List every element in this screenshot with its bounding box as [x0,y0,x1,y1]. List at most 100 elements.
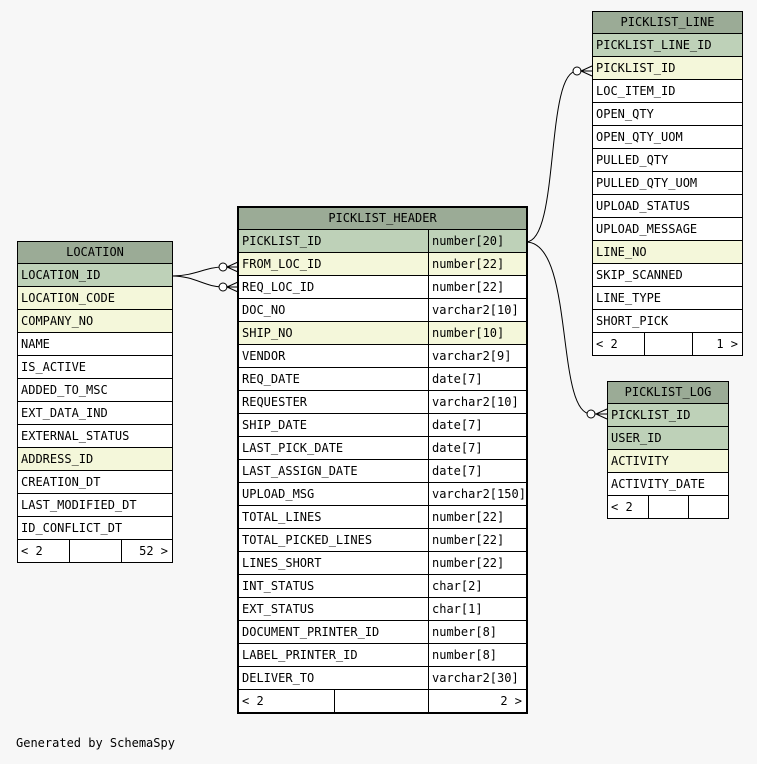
column-row[interactable]: UPLOAD_STATUS [593,195,742,218]
column-name: PULLED_QTY [596,153,669,167]
column-row[interactable]: UPLOAD_MSG varchar2[150] [239,483,526,506]
column-row[interactable]: SHIP_NO number[10] [239,322,526,345]
column-row[interactable]: LAST_MODIFIED_DT [18,494,172,517]
child-count[interactable]: 2 > [428,690,526,712]
column-name: TOTAL_PICKED_LINES [242,533,373,547]
column-name: ACTIVITY_DATE [611,477,705,491]
footer-spacer [334,690,428,712]
parent-count[interactable]: < 2 [596,337,618,351]
column-row[interactable]: UPLOAD_MESSAGE [593,218,742,241]
column-row[interactable]: ACTIVITY [608,450,728,473]
column-row[interactable]: LOCATION_ID [18,264,172,287]
column-name: SHORT_PICK [596,314,669,328]
column-row[interactable]: SKIP_SCANNED [593,264,742,287]
column-type: char[2] [428,575,526,597]
column-type: number[8] [428,644,526,666]
column-row[interactable]: ID_CONFLICT_DT [18,517,172,540]
relation-header-log [525,241,607,415]
column-name: EXT_DATA_IND [21,406,108,420]
relation-location-from-loc [171,266,238,277]
column-row[interactable]: PULLED_QTY [593,149,742,172]
column-name: LINE_TYPE [596,291,662,305]
column-row[interactable]: TOTAL_PICKED_LINES number[22] [239,529,526,552]
column-name: UPLOAD_MESSAGE [596,222,698,236]
column-row[interactable]: OPEN_QTY_UOM [593,126,742,149]
column-row[interactable]: ACTIVITY_DATE [608,473,728,496]
column-type: number[22] [428,506,526,528]
column-name: LAST_MODIFIED_DT [21,498,137,512]
parent-count[interactable]: < 2 [611,500,633,514]
column-type: number[22] [428,253,526,275]
column-name: DOC_NO [242,303,286,317]
relation-crowfoot [225,281,239,293]
column-row[interactable]: LOC_ITEM_ID [593,80,742,103]
column-name: OPEN_QTY [596,107,654,121]
column-row[interactable]: USER_ID [608,427,728,450]
column-name: DOCUMENT_PRINTER_ID [242,625,380,639]
column-row[interactable]: OPEN_QTY [593,103,742,126]
column-row[interactable]: NAME [18,333,172,356]
column-name: PICKLIST_ID [242,234,322,248]
child-count[interactable]: 1 > [692,333,742,355]
column-name: REQ_LOC_ID [242,280,315,294]
column-row[interactable]: LINE_NO [593,241,742,264]
column-name: LAST_ASSIGN_DATE [242,464,358,478]
column-row[interactable]: PICKLIST_ID number[20] [239,230,526,253]
column-row[interactable]: CREATION_DT [18,471,172,494]
column-type: date[7] [428,368,526,390]
column-row[interactable]: LOCATION_CODE [18,287,172,310]
table-footer: < 2 [608,496,728,518]
column-type: number[10] [428,322,526,344]
column-row[interactable]: COMPANY_NO [18,310,172,333]
column-type: date[7] [428,437,526,459]
child-count[interactable] [688,496,728,518]
column-row[interactable]: ADDRESS_ID [18,448,172,471]
column-row[interactable]: IS_ACTIVE [18,356,172,379]
parent-count[interactable]: < 2 [21,544,43,558]
child-count[interactable]: 52 > [121,540,172,562]
column-name: PICKLIST_ID [611,408,691,422]
column-row[interactable]: PULLED_QTY_UOM [593,172,742,195]
column-row[interactable]: SHORT_PICK [593,310,742,333]
column-name: ADDED_TO_MSC [21,383,108,397]
column-name: ID_CONFLICT_DT [21,521,123,535]
column-row[interactable]: EXTERNAL_STATUS [18,425,172,448]
column-name: SHIP_NO [242,326,293,340]
column-type: varchar2[150] [428,483,526,505]
column-name: ACTIVITY [611,454,669,468]
column-row[interactable]: PICKLIST_LINE_ID [593,34,742,57]
column-name: VENDOR [242,349,286,363]
column-row[interactable]: LINE_TYPE [593,287,742,310]
column-row[interactable]: PICKLIST_ID [593,57,742,80]
parent-count[interactable]: < 2 [242,694,264,708]
column-name: LOCATION_CODE [21,291,115,305]
column-type: number[20] [428,230,526,252]
footer-spacer [648,496,688,518]
column-name: UPLOAD_MSG [242,487,315,501]
column-row[interactable]: PICKLIST_ID [608,404,728,427]
column-type: number[22] [428,529,526,551]
column-row[interactable]: EXT_DATA_IND [18,402,172,425]
column-row[interactable]: ADDED_TO_MSC [18,379,172,402]
column-type: number[22] [428,552,526,574]
